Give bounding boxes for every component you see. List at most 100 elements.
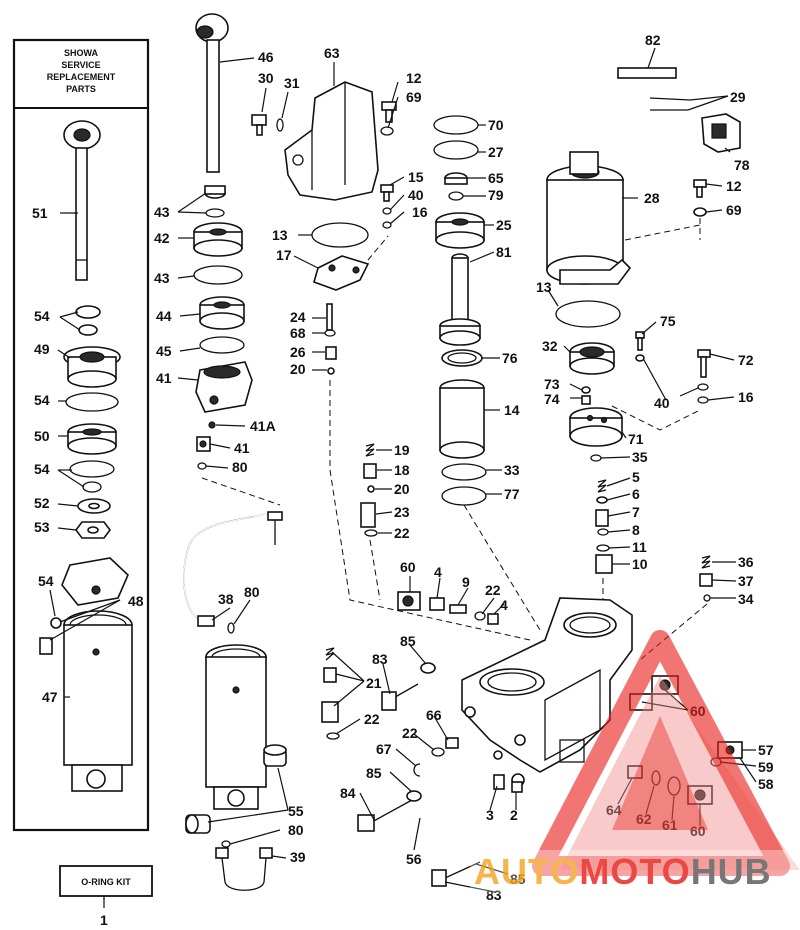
callout-54: 54 — [34, 392, 50, 408]
part-17-plate — [313, 255, 370, 291]
part-41-clevis — [195, 361, 253, 413]
oring-kit-label: O-RING KIT — [81, 877, 131, 887]
callout-20: 20 — [394, 481, 410, 497]
callout-41: 41 — [156, 370, 172, 386]
callout-5: 5 — [632, 469, 640, 485]
service-box-title-2: SERVICE — [61, 60, 100, 70]
callout-22: 22 — [364, 711, 380, 727]
watermark-part-3: HUB — [691, 851, 772, 892]
callout-64: 64 — [606, 802, 622, 818]
callout-36: 36 — [738, 554, 754, 570]
callout-6: 6 — [632, 486, 640, 502]
callout-4: 4 — [434, 564, 442, 580]
callout-62: 62 — [636, 811, 652, 827]
callout-55: 55 — [288, 803, 304, 819]
part-49-gland — [63, 346, 121, 388]
leader-lines — [49, 47, 757, 900]
callout-59: 59 — [758, 759, 774, 775]
callout-76: 76 — [502, 350, 518, 366]
callout-27: 27 — [488, 144, 504, 160]
callout-40: 40 — [408, 187, 424, 203]
part-78-connector — [701, 113, 741, 153]
part-42-gland — [193, 222, 243, 257]
callout-85: 85 — [400, 633, 416, 649]
callout-1: 1 — [100, 912, 108, 928]
watermark-part-1: AUTO — [474, 851, 579, 892]
callout-72: 72 — [738, 352, 754, 368]
callout-69: 69 — [726, 202, 742, 218]
callout-37: 37 — [738, 573, 754, 589]
callout-34: 34 — [738, 591, 754, 607]
callout-56: 56 — [406, 851, 422, 867]
callout-63: 63 — [324, 45, 340, 61]
callout-18: 18 — [394, 462, 410, 478]
callout-33: 33 — [504, 462, 520, 478]
callout-60: 60 — [400, 559, 416, 575]
callout-53: 53 — [34, 519, 50, 535]
part-30-screw — [251, 114, 267, 136]
callout-83: 83 — [372, 651, 388, 667]
callout-35: 35 — [632, 449, 648, 465]
part-50-piston — [67, 423, 117, 455]
callout-80: 80 — [244, 584, 260, 600]
callout-39: 39 — [290, 849, 306, 865]
callout-79: 79 — [488, 187, 504, 203]
callout-25: 25 — [496, 217, 512, 233]
callout-20: 20 — [290, 361, 306, 377]
callout-labels: 51 54 49 54 50 54 52 53 54 48 47 46 30 3… — [32, 32, 774, 903]
callout-41A: 41A — [250, 418, 276, 434]
callout-40: 40 — [654, 395, 670, 411]
callout-54: 54 — [38, 573, 54, 589]
service-box-title-3: REPLACEMENT — [47, 72, 116, 82]
callout-21: 21 — [366, 675, 382, 691]
callout-54: 54 — [34, 308, 50, 324]
part-44-piston — [199, 296, 245, 330]
callout-49: 49 — [34, 341, 50, 357]
callout-45: 45 — [156, 343, 172, 359]
callout-22: 22 — [402, 725, 418, 741]
callout-31: 31 — [284, 75, 300, 91]
part-63-cover — [284, 81, 379, 201]
service-box-title-4: PARTS — [66, 84, 96, 94]
showa-service-box: SHOWA SERVICE REPLACEMENT PARTS — [12, 38, 150, 832]
part-71-block — [569, 407, 623, 447]
callout-12: 12 — [726, 178, 742, 194]
automotohub-watermark: AUTOMOTOHUB — [470, 630, 800, 894]
part-cylinder-column2 — [205, 644, 267, 810]
callout-41: 41 — [234, 440, 250, 456]
callout-13: 13 — [272, 227, 288, 243]
callout-61: 61 — [662, 817, 678, 833]
callout-51: 51 — [32, 205, 48, 221]
callout-29: 29 — [730, 89, 746, 105]
callout-38: 38 — [218, 591, 234, 607]
part-28-motor — [546, 151, 632, 285]
callout-58: 58 — [758, 776, 774, 792]
callout-4: 4 — [500, 597, 508, 613]
callout-13: 13 — [536, 279, 552, 295]
callout-52: 52 — [34, 495, 50, 511]
callout-46: 46 — [258, 49, 274, 65]
callout-2: 2 — [510, 807, 518, 823]
service-box-title-1: SHOWA — [64, 48, 99, 58]
part-47-cylinder — [61, 557, 133, 792]
callout-12: 12 — [406, 70, 422, 86]
callout-85: 85 — [366, 765, 382, 781]
callout-44: 44 — [156, 308, 172, 324]
callout-82: 82 — [645, 32, 661, 48]
callout-28: 28 — [644, 190, 660, 206]
callout-57: 57 — [758, 742, 774, 758]
callout-77: 77 — [504, 486, 520, 502]
part-25-gland — [435, 212, 485, 249]
part-32-seal — [569, 342, 615, 375]
callout-11: 11 — [632, 539, 647, 555]
callout-69: 69 — [406, 89, 422, 105]
callout-80: 80 — [288, 822, 304, 838]
watermark-part-2: MOTO — [579, 851, 690, 892]
part-53-nut — [75, 521, 111, 539]
callout-65: 65 — [488, 170, 504, 186]
callout-84: 84 — [340, 785, 356, 801]
callout-75: 75 — [660, 313, 676, 329]
callout-22: 22 — [485, 582, 501, 598]
callout-14: 14 — [504, 402, 520, 418]
